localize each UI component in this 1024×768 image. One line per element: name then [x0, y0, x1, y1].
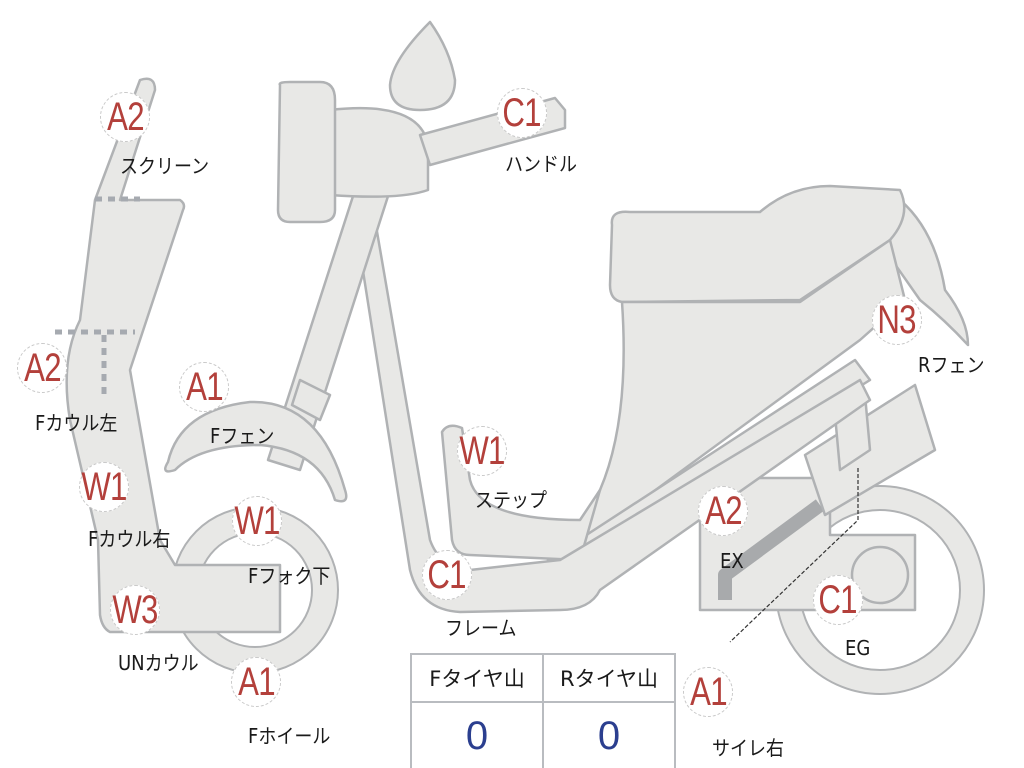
part-label-step: ステップ [475, 488, 547, 512]
damage-code-under-cowl[interactable]: W3 [110, 585, 160, 635]
part-label-frame: フレーム [445, 616, 517, 640]
part-label-front-cowl-left: Fカウル左 [35, 411, 118, 435]
part-label-front-wheel: Fホイール [248, 724, 331, 748]
damage-code-frame[interactable]: C1 [422, 550, 472, 600]
mirror [388, 20, 457, 112]
damage-code-front-cowl-right[interactable]: W1 [79, 462, 129, 512]
damage-code-front-fender[interactable]: A1 [179, 362, 229, 412]
damage-code-text: C1 [502, 91, 542, 135]
part-label-handle: ハンドル [505, 152, 577, 176]
damage-code-text: C1 [427, 553, 467, 597]
damage-code-text: A2 [23, 346, 61, 390]
damage-code-step[interactable]: W1 [457, 426, 507, 476]
damage-code-text: N3 [877, 298, 917, 342]
part-label-screen: スクリーン [120, 154, 210, 178]
part-label-engine: EG [845, 636, 871, 660]
damage-code-text: A2 [704, 489, 742, 533]
damage-code-text: C1 [818, 578, 858, 622]
damage-code-front-cowl-left[interactable]: A2 [17, 343, 67, 393]
damage-code-text: A1 [689, 670, 727, 714]
part-label-exhaust: EX [720, 549, 744, 573]
damage-code-text: A1 [185, 365, 223, 409]
rear-tire-header: Rタイヤ山 [542, 653, 676, 703]
damage-code-text: A1 [237, 660, 275, 704]
damage-code-muffler-right[interactable]: A1 [683, 667, 733, 717]
front-tire-header: Fタイヤ山 [410, 653, 544, 703]
part-label-front-fender: Fフェン [210, 424, 275, 448]
damage-code-exhaust[interactable]: A2 [698, 486, 748, 536]
part-label-muffler-right: サイレ右 [712, 736, 784, 760]
part-label-front-fork-lower: Fフォク下 [248, 564, 331, 588]
damage-code-front-wheel[interactable]: A1 [231, 657, 281, 707]
headlight-housing [328, 106, 430, 198]
damage-code-text: W3 [112, 588, 158, 632]
seat [608, 184, 906, 304]
damage-code-front-fork-lower[interactable]: W1 [232, 496, 282, 546]
tire-tread-table: Fタイヤ山 Rタイヤ山 0 0 [410, 653, 676, 768]
part-label-under-cowl: UNカウル [118, 651, 199, 675]
damage-code-handle[interactable]: C1 [497, 88, 547, 138]
part-label-front-cowl-right: Fカウル右 [88, 527, 171, 551]
exhaust-pipe [718, 499, 825, 600]
front-tire-value: 0 [410, 701, 544, 768]
damage-code-text: W1 [81, 465, 127, 509]
damage-code-screen[interactable]: A2 [100, 92, 150, 142]
rear-fender [883, 198, 970, 347]
rear-tire-value: 0 [542, 701, 676, 768]
damage-code-rear-fender[interactable]: N3 [872, 295, 922, 345]
damage-code-text: W1 [234, 499, 280, 543]
front-fender [163, 400, 348, 503]
damage-code-engine[interactable]: C1 [813, 575, 863, 625]
damage-code-text: W1 [459, 429, 505, 473]
step [440, 424, 602, 562]
part-label-rear-fender: Rフェン [918, 353, 985, 377]
headlight [276, 80, 337, 224]
damage-code-text: A2 [106, 95, 144, 139]
